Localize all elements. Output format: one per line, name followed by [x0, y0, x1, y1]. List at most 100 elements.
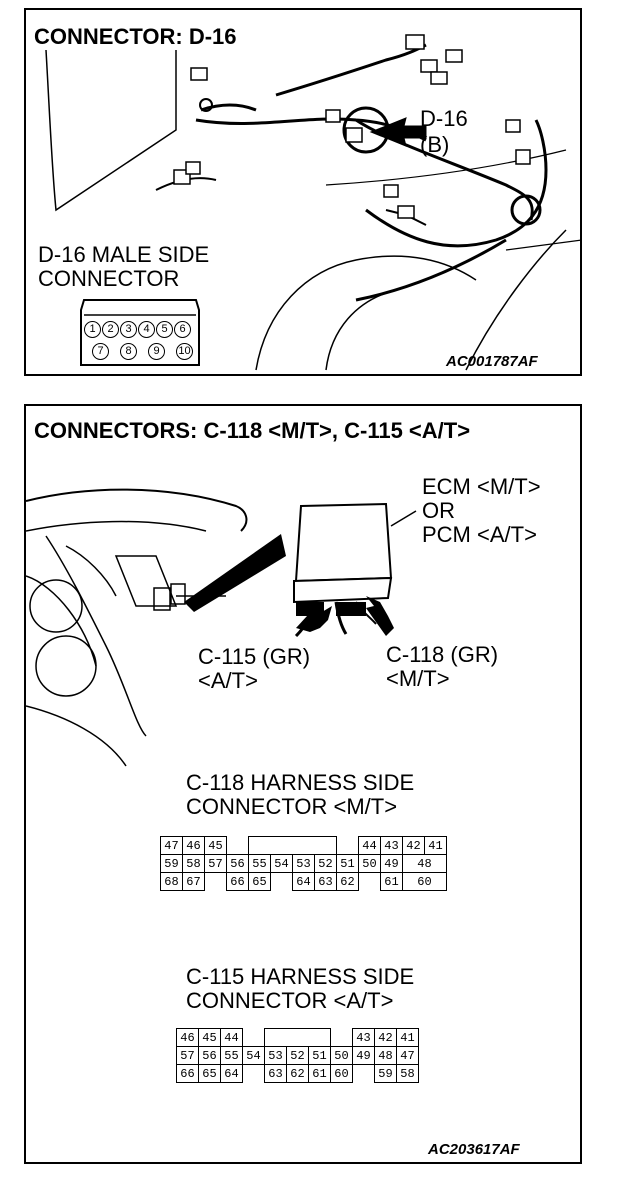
- pin-cell: 41: [396, 1028, 419, 1047]
- c115-callout-sublabel: <A/T>: [198, 668, 258, 693]
- table-row: 57 56 55 54 53 52 51 50 49 48 47: [176, 1046, 419, 1065]
- pin-gap: [353, 1065, 375, 1083]
- pin-cell: 54: [242, 1046, 265, 1065]
- pin-gap: [271, 873, 293, 891]
- pin-gap: [337, 837, 359, 855]
- engine-bay-illustration: [45, 34, 580, 371]
- pin: 4: [138, 321, 155, 338]
- pin-cell: 64: [292, 872, 315, 891]
- pin-cell: 43: [380, 836, 403, 855]
- pin-cell: 54: [270, 854, 293, 873]
- panel-title: CONNECTORS: C-118 <M/T>, C-115 <A/T>: [34, 418, 471, 443]
- pin-cell: 62: [286, 1064, 309, 1083]
- pin-cell: 63: [314, 872, 337, 891]
- pin-cell: 59: [374, 1064, 397, 1083]
- figure-code: AC001787AF: [446, 353, 538, 370]
- pin-cell: 48: [374, 1046, 397, 1065]
- pin: 5: [156, 321, 173, 338]
- pin-cell: 68: [160, 872, 183, 891]
- pin-cell: 61: [380, 872, 403, 891]
- pin-cell: 66: [226, 872, 249, 891]
- male-side-label-2: CONNECTOR: [38, 266, 180, 291]
- panel-title: CONNECTOR: D-16: [34, 24, 237, 49]
- pin-cell: 55: [220, 1046, 243, 1065]
- pin-cell-blank: [264, 1028, 331, 1047]
- pin-cell: 42: [402, 836, 425, 855]
- c115-harness-title: C-115 HARNESS SIDE: [186, 964, 415, 989]
- pin: 2: [102, 321, 119, 338]
- table-row: 68 67 66 65 64 63 62 61 60: [160, 872, 447, 891]
- c115-callout-label: C-115 (GR): [198, 644, 311, 669]
- pin-cell: 46: [176, 1028, 199, 1047]
- connector-d16-panel: CONNECTOR: D-16 D-16 (B) D-16 MALE SIDE …: [24, 8, 582, 376]
- pin-cell: 56: [226, 854, 249, 873]
- pin-gap: [205, 873, 227, 891]
- pin-cell: 62: [336, 872, 359, 891]
- table-row: 66 65 64 63 62 61 60 59 58: [176, 1064, 419, 1083]
- pin-cell: 64: [220, 1064, 243, 1083]
- male-side-label: D-16 MALE SIDE: [38, 242, 210, 267]
- pin-cell: 49: [352, 1046, 375, 1065]
- ecm-label: ECM <M/T>: [422, 474, 541, 499]
- pin-cell: 45: [198, 1028, 221, 1047]
- pin-cell: 65: [248, 872, 271, 891]
- pin-cell: 45: [204, 836, 227, 855]
- pin-cell: 41: [424, 836, 447, 855]
- pin-cell: 66: [176, 1064, 199, 1083]
- pin-cell: 44: [220, 1028, 243, 1047]
- pin-cell: 43: [352, 1028, 375, 1047]
- dashboard-ecm-illustration: [26, 488, 417, 767]
- pin-cell: 42: [374, 1028, 397, 1047]
- pin: 8: [120, 343, 137, 360]
- pin-cell: 48: [402, 854, 447, 873]
- pin: 3: [120, 321, 137, 338]
- pin: 9: [148, 343, 165, 360]
- c115-harness-subtitle: CONNECTOR <A/T>: [186, 988, 394, 1013]
- pin-cell: 56: [198, 1046, 221, 1065]
- pin-cell: 53: [292, 854, 315, 873]
- d16-callout-label: D-16: [420, 106, 468, 131]
- pin-cell: 50: [330, 1046, 353, 1065]
- pin-cell: 52: [314, 854, 337, 873]
- pin-gap: [227, 837, 249, 855]
- c118-harness-subtitle: CONNECTOR <M/T>: [186, 794, 398, 819]
- table-row: 46 45 44 43 42 41: [176, 1028, 419, 1047]
- pin-cell: 47: [396, 1046, 419, 1065]
- ecm-or-label: OR: [422, 498, 455, 523]
- pin: 10: [176, 343, 193, 360]
- figure-code: AC203617AF: [428, 1141, 520, 1158]
- pin-cell: 65: [198, 1064, 221, 1083]
- pin-cell: 51: [336, 854, 359, 873]
- pin-cell-blank: [248, 836, 337, 855]
- pin: 6: [174, 321, 191, 338]
- pcm-label: PCM <A/T>: [422, 522, 537, 547]
- pin-gap: [359, 873, 381, 891]
- pin: 1: [84, 321, 101, 338]
- c115-connector-grid: 46 45 44 43 42 41 57 56 55 54 53 52 51 5…: [176, 1028, 419, 1083]
- c118-harness-title: C-118 HARNESS SIDE: [186, 770, 415, 795]
- pin-cell: 44: [358, 836, 381, 855]
- pin-cell: 63: [264, 1064, 287, 1083]
- pin-cell: 46: [182, 836, 205, 855]
- pin-cell: 53: [264, 1046, 287, 1065]
- table-row: 59 58 57 56 55 54 53 52 51 50 49 48: [160, 854, 447, 873]
- pin-cell: 47: [160, 836, 183, 855]
- c118-callout-label: C-118 (GR): [386, 642, 499, 667]
- table-row: 47 46 45 44 43 42 41: [160, 836, 447, 855]
- pin-cell: 50: [358, 854, 381, 873]
- pin: 7: [92, 343, 109, 360]
- pin-cell: 67: [182, 872, 205, 891]
- pin-cell: 59: [160, 854, 183, 873]
- pin-cell: 60: [402, 872, 447, 891]
- pin-cell: 60: [330, 1064, 353, 1083]
- c118-connector-grid: 47 46 45 44 43 42 41 59 58 57 56 55 54 5…: [160, 836, 447, 891]
- pin-cell: 58: [182, 854, 205, 873]
- pin-cell: 58: [396, 1064, 419, 1083]
- pin-gap: [331, 1029, 353, 1047]
- connectors-c118-c115-panel: CONNECTORS: C-118 <M/T>, C-115 <A/T> ECM…: [24, 404, 582, 1164]
- pin-gap: [243, 1065, 265, 1083]
- pin-cell: 51: [308, 1046, 331, 1065]
- pin-cell: 61: [308, 1064, 331, 1083]
- pin-cell: 49: [380, 854, 403, 873]
- d16-callout-sublabel: (B): [420, 132, 450, 157]
